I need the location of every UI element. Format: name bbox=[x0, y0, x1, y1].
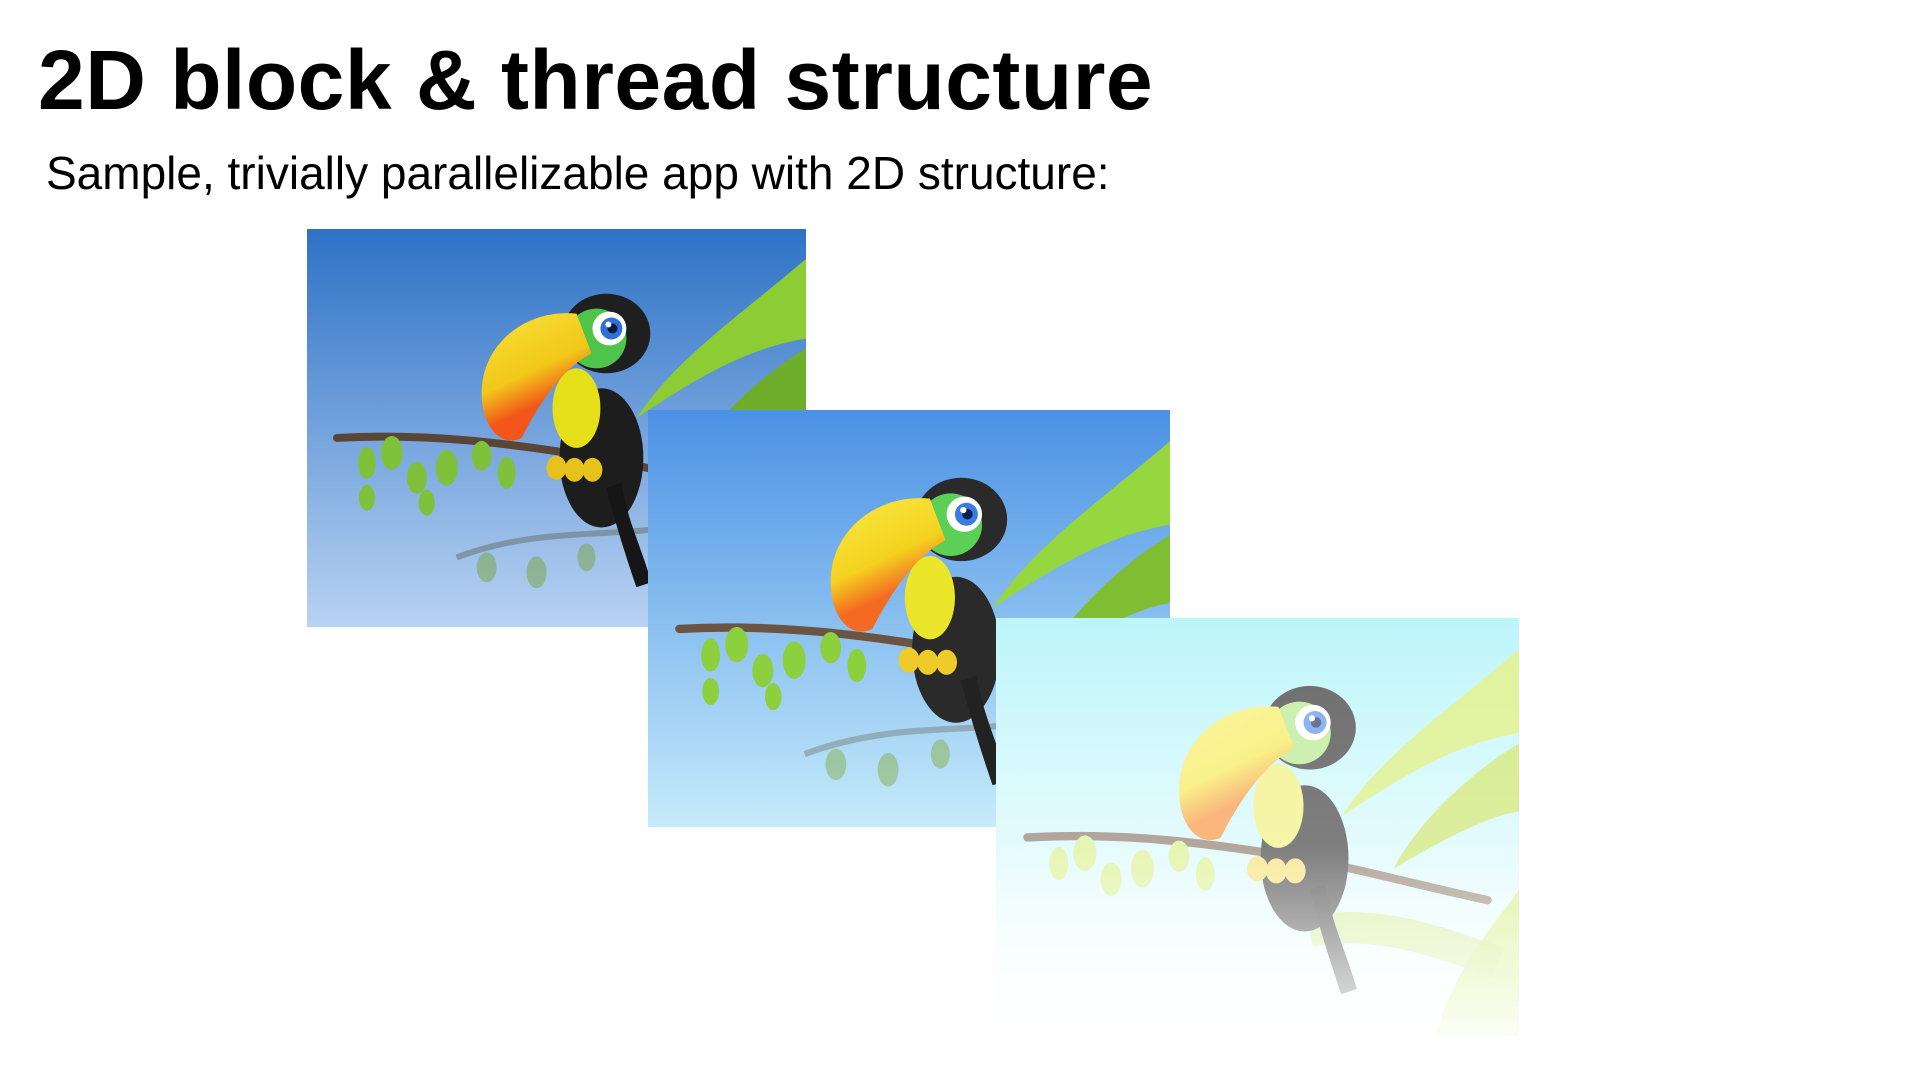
toucan-image-washed-out bbox=[996, 618, 1519, 1036]
toucan-illustration bbox=[996, 618, 1519, 1036]
slide-subtitle: Sample, trivially parallelizable app wit… bbox=[46, 147, 1110, 199]
slide-title: 2D block & thread structure bbox=[38, 33, 1154, 127]
